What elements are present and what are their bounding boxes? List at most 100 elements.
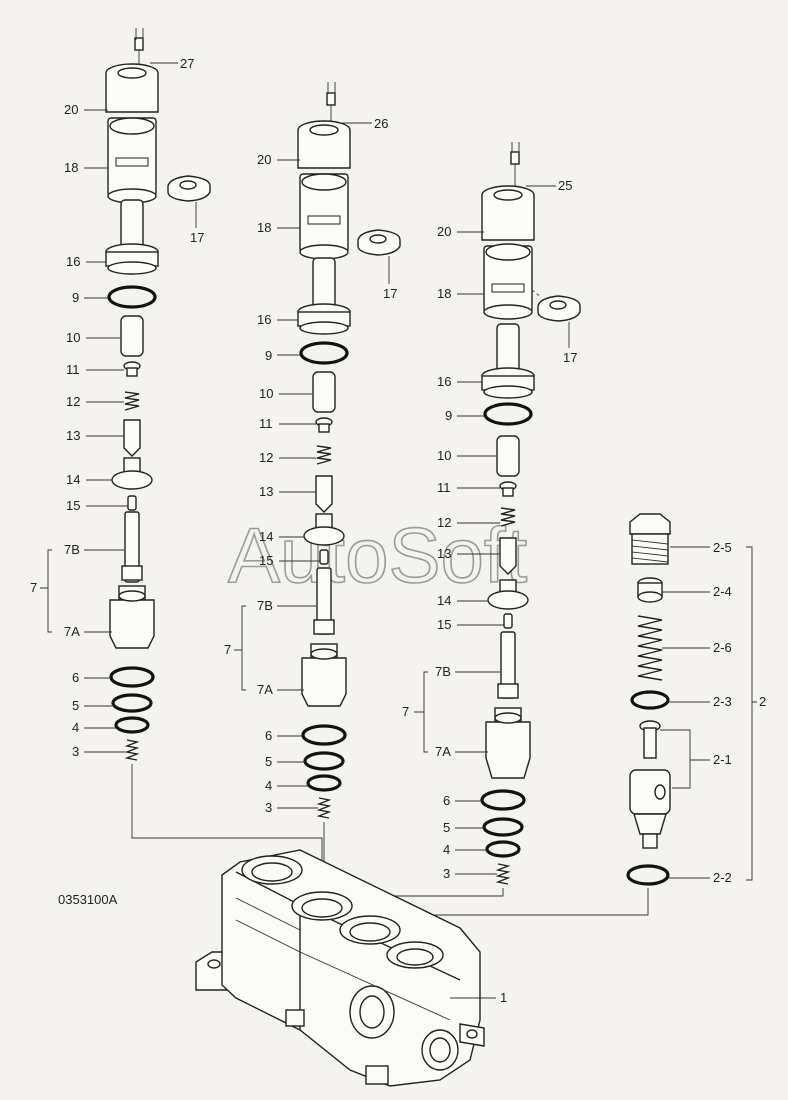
spring-12 [124,391,140,411]
label-26: 26 [374,116,388,131]
sleeve-10 [496,435,520,477]
seat-14 [303,513,345,546]
washer-17 [357,229,401,256]
o-ring-4 [485,840,521,858]
label-5: 5 [265,754,272,769]
plunger-13 [499,537,517,575]
poppet-2-1 [629,720,671,849]
poppet-11 [315,417,333,433]
label-17: 17 [383,286,397,301]
o-ring-4 [306,774,342,792]
label-2-1: 2-1 [713,752,732,767]
label-20: 20 [64,102,78,117]
label-15: 15 [437,617,451,632]
label-7A: 7A [435,744,451,759]
label-18: 18 [257,220,271,235]
valve-stem-16 [481,323,535,399]
label-17: 17 [190,230,204,245]
plug-2-5 [629,513,671,565]
label-2-6: 2-6 [713,640,732,655]
poppet-11 [123,361,141,377]
pin-15 [503,613,513,629]
wire-connector-25 [510,142,520,190]
spring-12 [500,507,516,527]
assembly-line-left [131,764,323,880]
label-17: 17 [563,350,577,365]
o-ring-2-3 [630,690,670,710]
washer-17 [537,295,581,322]
column-middle: 26 20 18 17 16 9 10 11 12 13 14 15 7B 7 … [224,82,401,895]
label-27: 27 [180,56,194,71]
o-ring-4 [114,716,150,734]
o-ring-2-2 [626,864,670,886]
o-ring-6 [301,724,347,746]
label-18: 18 [64,160,78,175]
label-12: 12 [259,450,273,465]
o-ring-9 [107,285,157,309]
label-13: 13 [437,546,451,561]
label-20: 20 [437,224,451,239]
label-6: 6 [72,670,79,685]
washer-17 [167,175,211,202]
valve-spool-7B [121,511,143,583]
label-11: 11 [437,480,451,495]
label-2-2: 2-2 [713,870,732,885]
label-15: 15 [259,553,273,568]
valve-body-7A [109,585,155,649]
label-18: 18 [437,286,451,301]
valve-stem-16 [297,257,351,335]
o-ring-6 [109,666,155,688]
wire-connector-26 [326,82,336,125]
o-ring-5 [303,751,345,771]
label-7B: 7B [64,542,80,557]
spring-3 [316,797,332,819]
label-10: 10 [437,448,451,463]
label-2-5: 2-5 [713,540,732,555]
label-7: 7 [224,642,231,657]
label-7B: 7B [257,598,273,613]
solenoid-coil-18 [483,243,533,320]
label-7: 7 [30,580,37,595]
column-left: 27 20 18 17 16 9 10 11 12 13 14 15 7B 7 … [30,28,323,880]
label-13: 13 [66,428,80,443]
relief-valve-group: 2-5 2-4 2-6 2-3 2 2-1 2-2 [409,513,766,940]
label-16: 16 [257,312,271,327]
label-7B: 7B [435,664,451,679]
label-2: 2 [759,694,766,709]
spring-3 [495,863,511,885]
o-ring-6 [480,789,526,811]
label-3: 3 [265,800,272,815]
label-4: 4 [72,720,79,735]
column-right: 25 20 18 17 16 9 10 11 12 13 14 15 7B 7 … [383,142,581,920]
label-3: 3 [443,866,450,881]
plunger-13 [123,419,141,457]
spring-3 [124,739,140,761]
label-6: 6 [443,793,450,808]
label-2-4: 2-4 [713,584,732,599]
valve-spool-7B [497,631,519,699]
spring-12 [316,445,332,465]
label-7A: 7A [64,624,80,639]
label-13: 13 [259,484,273,499]
label-3: 3 [72,744,79,759]
label-25: 25 [558,178,572,193]
solenoid-nut-20 [481,185,535,241]
seat-14 [487,579,529,610]
label-14: 14 [66,472,80,487]
sleeve-10 [312,371,336,413]
o-ring-5 [111,693,153,713]
spring-2-6 [637,615,663,681]
o-ring-9 [299,341,349,365]
pin-15 [319,549,329,565]
valve-body-7A [301,643,347,707]
plunger-13 [315,475,333,513]
pin-15 [127,495,137,511]
label-16: 16 [66,254,80,269]
label-12: 12 [66,394,80,409]
drawing-code: 0353100A [58,892,118,907]
seat-14 [111,457,153,490]
label-15: 15 [66,498,80,513]
poppet-11 [499,481,517,497]
valve-spool-7B [313,567,335,635]
